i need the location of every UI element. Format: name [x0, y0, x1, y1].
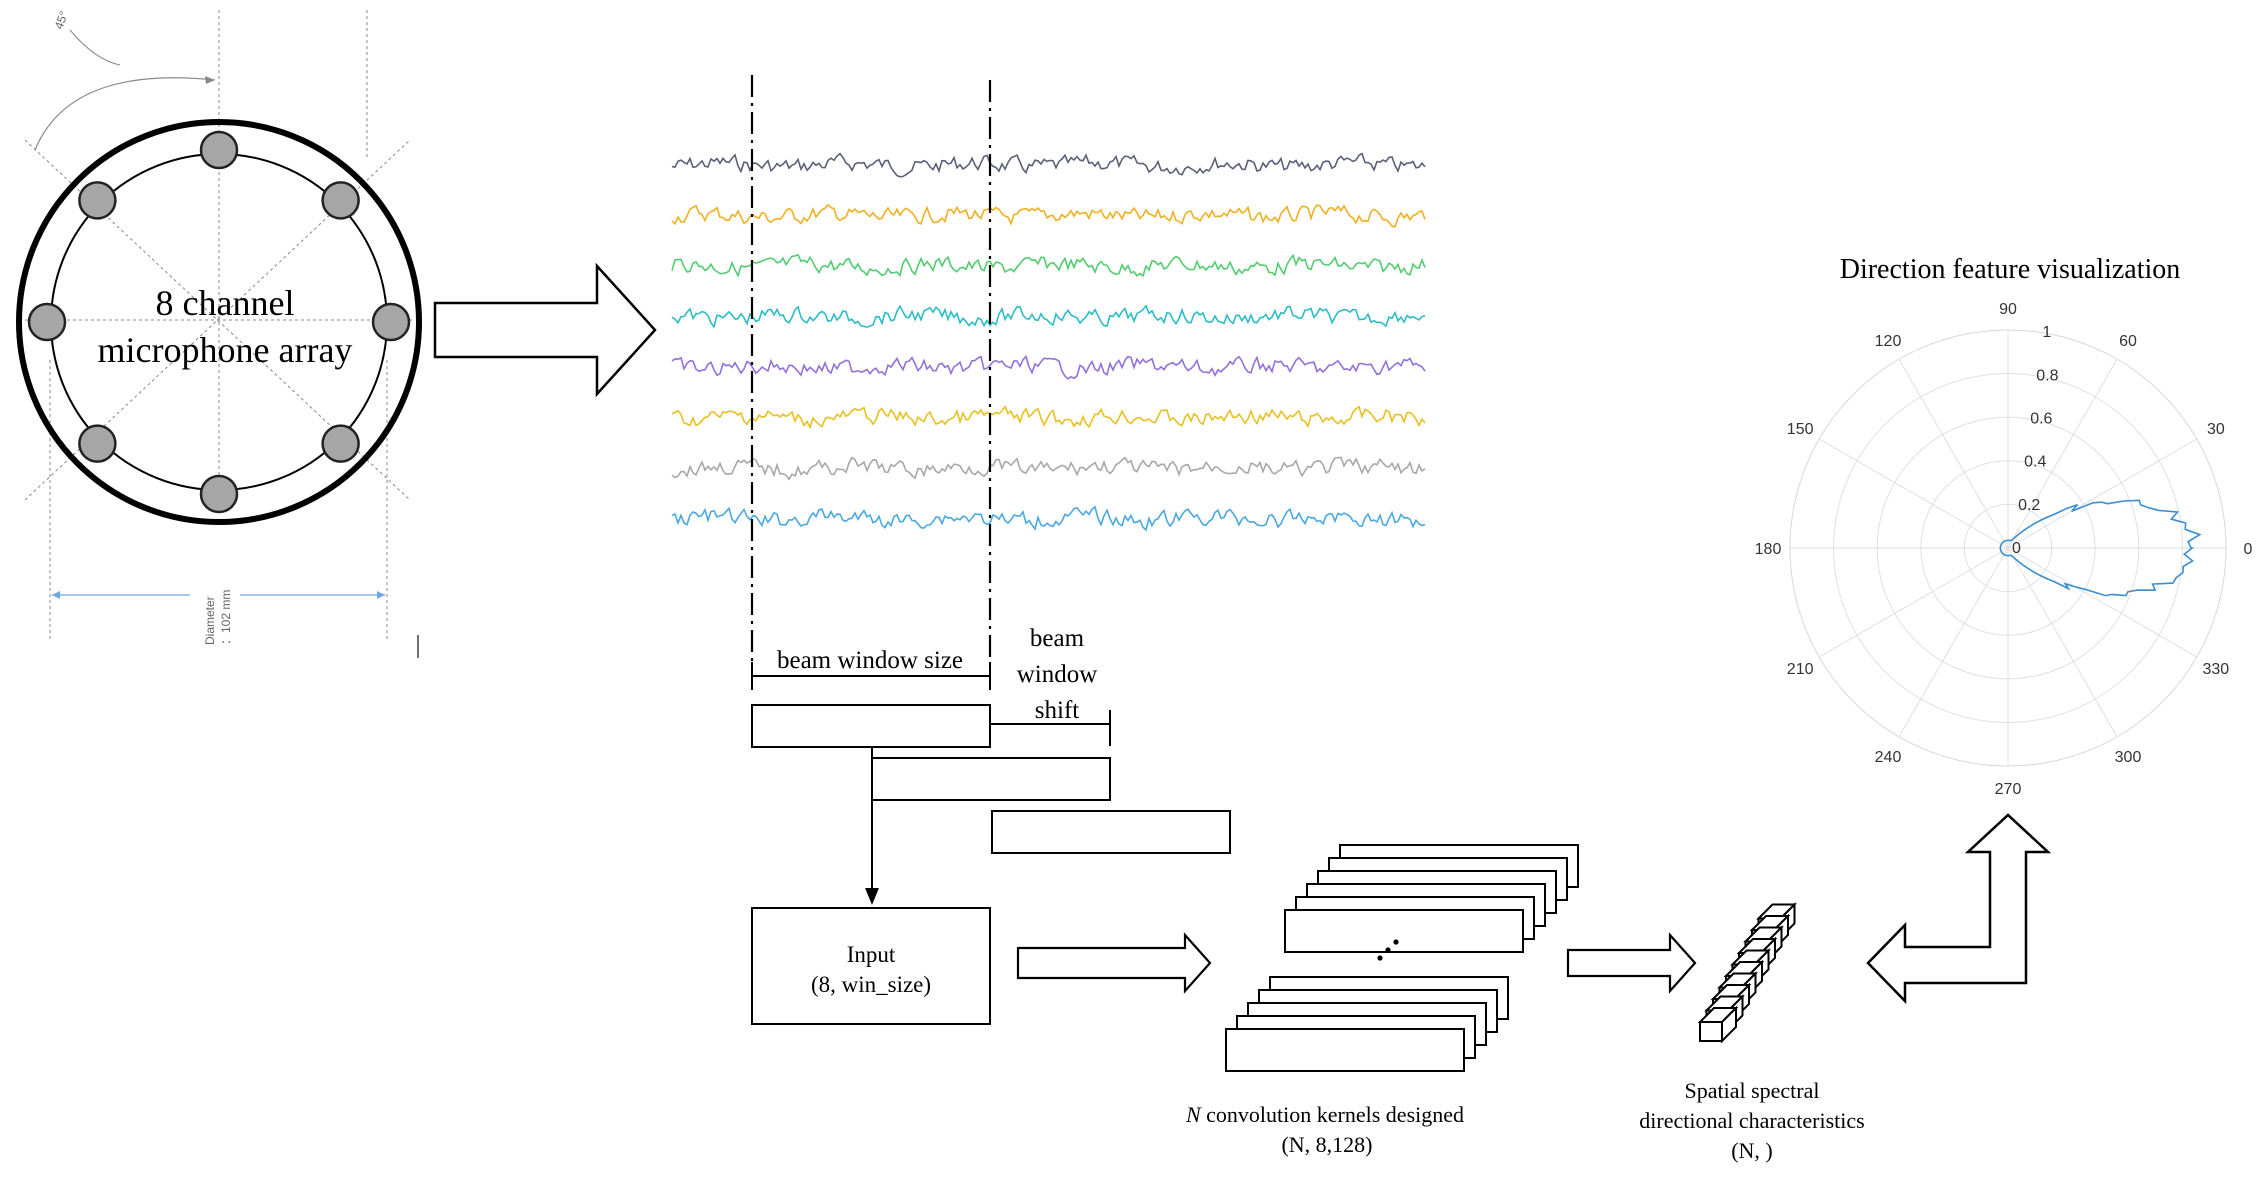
spectral-cell-front-1: [1699, 1021, 1723, 1042]
polar-radial-label-1: 1: [2042, 324, 2051, 341]
input-box: [751, 907, 991, 1025]
outer-ring: [16, 119, 422, 525]
polar-angle-label-150: 150: [1787, 421, 1814, 438]
microphone-8: [78, 181, 117, 220]
signal-channel-2: [671, 203, 1426, 228]
window-box-2: [871, 757, 1111, 801]
polar-angle-label-30: 30: [2207, 421, 2225, 438]
microphone-3: [371, 302, 411, 342]
mic-array-label-line2: microphone array: [98, 330, 353, 370]
diameter-arrow-right: [377, 591, 385, 599]
signal-channel-5: [671, 354, 1426, 380]
window-box-3: [991, 810, 1231, 854]
polar-angle-label-60: 60: [2119, 333, 2137, 350]
arrow-spectral-to-polar: [1866, 813, 2052, 1005]
polar-angle-label-300: 300: [2115, 749, 2142, 766]
mic-array-label-line1: 8 channel: [156, 283, 295, 323]
signal-waveforms: [671, 152, 1426, 532]
window-shift-label-line2: window: [1017, 661, 1098, 688]
polar-spoke-30: [2007, 438, 2198, 549]
spectral-line2: directional characteristics: [1639, 1108, 1864, 1133]
polar-spoke-150: [1818, 438, 2009, 549]
polar-plot: 0 30 60 90 120 150 180 210 240 270 300 330 0 0.2 0.4 0.…: [1755, 301, 2253, 798]
arrow-kernels-to-spectral: [1566, 932, 1697, 994]
polar-angle-label-270: 270: [1995, 781, 2022, 798]
polar-spoke-330: [2007, 547, 2198, 658]
kernel-upper-6: [1284, 909, 1524, 953]
microphone-elements: [27, 130, 411, 514]
diameter-label-line1: Diameter: [203, 596, 217, 645]
signal-channel-3: [671, 253, 1426, 278]
window-shift-label-line1: beam: [1030, 625, 1085, 652]
polar-angle-label-90: 90: [1999, 301, 2017, 318]
diameter-label-line2: ：102 mm: [219, 590, 233, 645]
polar-radial-label-0.2: 0.2: [2018, 497, 2040, 514]
kernel-lower-5: [1225, 1028, 1465, 1072]
angle-label: 45°: [52, 9, 71, 31]
kernel-ellipsis-dots: [1377, 939, 1399, 961]
kernels-shape: (N, 8,128): [1281, 1132, 1372, 1157]
arrow-window-to-input-head: [865, 888, 879, 905]
kernels-caption-var: N: [1185, 1102, 1202, 1127]
kernels-caption-text: convolution kernels designed: [1201, 1102, 1464, 1127]
arrow-input-to-kernels: [1016, 932, 1212, 994]
polar-spoke-120: [1898, 358, 2009, 549]
polar-radial-label-0.6: 0.6: [2030, 410, 2052, 427]
kernels-caption: N convolution kernels designed: [1185, 1102, 1464, 1127]
window-size-label: beam window size: [777, 647, 963, 674]
input-box-line2: (8, win_size): [811, 972, 931, 997]
polar-angle-label-180: 180: [1755, 541, 1782, 558]
array-guide-lines: [24, 10, 415, 640]
polar-angle-label-210: 210: [1787, 661, 1814, 678]
angle-arc-pointer: [69, 29, 121, 66]
microphone-1: [199, 130, 239, 170]
microphone-2: [321, 181, 360, 220]
angle-arrowhead: [205, 76, 215, 84]
microphone-6: [78, 424, 117, 463]
microphone-4: [321, 424, 360, 463]
microphone-array: 45° 8 channel microphone array Diameter …: [16, 9, 422, 658]
signal-channel-1: [671, 152, 1426, 178]
diameter-arrow-left: [52, 591, 60, 599]
window-size-bracket: [751, 662, 991, 690]
angle-arc: [34, 77, 216, 151]
polar-spoke-210: [1818, 547, 2009, 658]
window-box-1: [751, 704, 991, 748]
signal-channel-7: [671, 456, 1426, 481]
polar-angle-label-240: 240: [1875, 749, 1902, 766]
spectral-line1: Spatial spectral: [1684, 1078, 1819, 1103]
polar-angle-label-330: 330: [2202, 661, 2229, 678]
microphone-7: [27, 302, 67, 342]
polar-angle-label-120: 120: [1875, 333, 1902, 350]
polar-radial-label-0: 0: [2012, 540, 2021, 557]
polar-spoke-60: [2007, 358, 2118, 549]
diameter-label-bg: [190, 582, 240, 608]
signal-channel-4: [671, 304, 1426, 329]
spectral-feature-column: [1697, 902, 1797, 1044]
window-shift-bracket: [990, 710, 1111, 746]
polar-spoke-300: [2007, 547, 2118, 738]
signal-channel-6: [671, 404, 1426, 430]
window-shift-label-line3: shift: [1035, 697, 1080, 724]
spectral-shape: (N, ): [1731, 1138, 1773, 1163]
input-box-line1: Input: [847, 942, 896, 967]
polar-radial-label-0.4: 0.4: [2024, 454, 2046, 471]
convolution-kernels: [1225, 844, 1579, 1072]
polar-spoke-240: [1898, 547, 2009, 738]
polar-angle-label-0: 0: [2244, 541, 2253, 558]
polar-direction-curve: [1999, 499, 2202, 597]
signal-channel-8: [671, 505, 1426, 532]
arrow-array-to-signals: [433, 262, 657, 398]
polar-radial-label-0.8: 0.8: [2036, 367, 2058, 384]
polar-title: Direction feature visualization: [1840, 254, 2181, 285]
microphone-5: [199, 474, 239, 514]
